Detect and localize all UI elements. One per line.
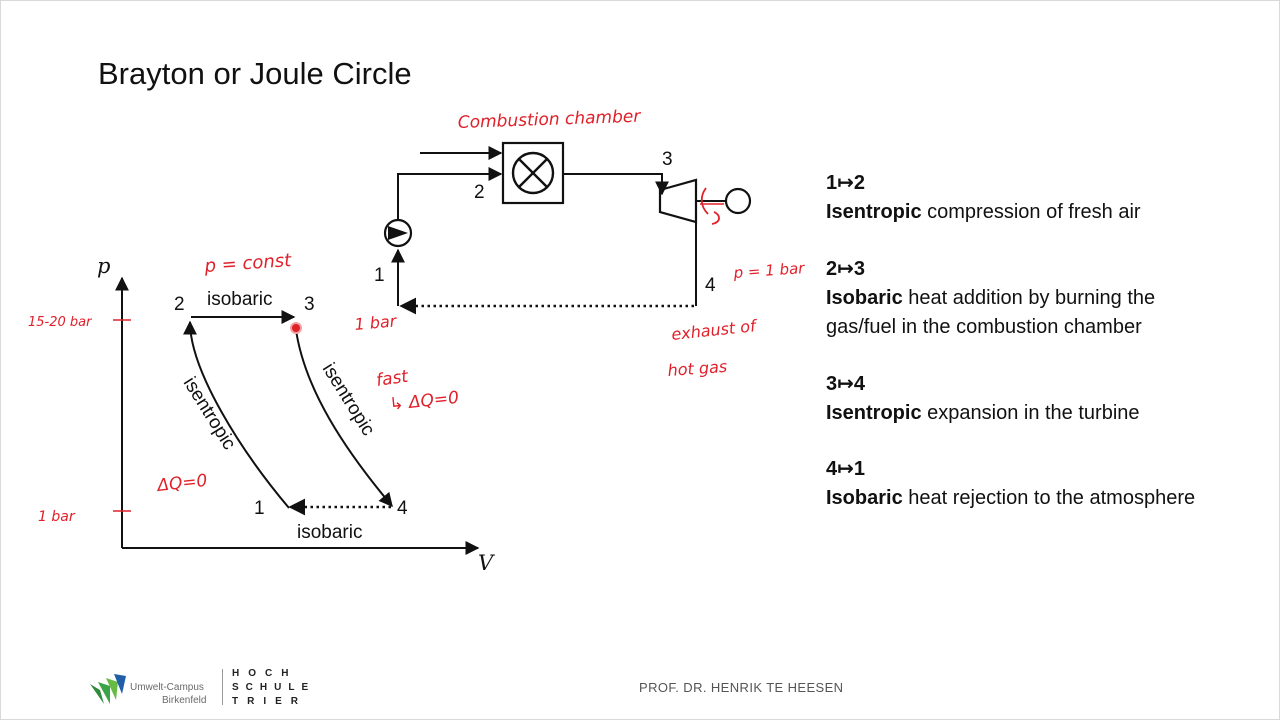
process-description: compression of fresh air: [921, 201, 1141, 223]
logo-text-campus: Umwelt-Campus: [130, 682, 204, 693]
logo-text-hoch: HOCH: [232, 668, 298, 679]
logo-text-trier: TRIER: [232, 696, 307, 707]
process-description: heat rejection to the atmosphere: [902, 487, 1196, 509]
process-step-label: 4↦1: [826, 458, 866, 480]
pv-point-4: 4: [397, 498, 408, 519]
schematic-point-4: 4: [705, 275, 716, 296]
p-axis-label: p: [97, 254, 110, 278]
compressor: [383, 218, 413, 248]
plant-schematic: [383, 141, 752, 315]
university-logo: Umwelt-Campus Birkenfeld HOCH SCHULE TRI…: [88, 664, 348, 710]
annotation-low-pressure: 1 bar: [38, 509, 76, 525]
pv-point-1: 1: [254, 498, 265, 519]
schematic-point-3: 3: [662, 149, 673, 170]
process-step-label: 2↦3: [826, 258, 866, 280]
rotation-mark: [700, 187, 720, 225]
process-3-4: 3↦4 Isentropic expansion in the turbine: [826, 370, 1226, 428]
isentropic-right-label: isentropic: [318, 360, 379, 440]
process-step-label: 3↦4: [826, 373, 866, 395]
process-description: expansion in the turbine: [921, 402, 1140, 424]
process-description: heat addition by burning the gas/fuel in…: [826, 287, 1156, 338]
pv-point-3: 3: [304, 294, 315, 315]
pv-point-2: 2: [174, 294, 185, 315]
generator: [724, 187, 752, 215]
annotation-combustion-chamber: Combustion chamber: [457, 107, 641, 133]
annotation-p-const: p = const: [203, 250, 293, 277]
combustion-chamber-symbol: [511, 151, 555, 195]
process-type: Isobaric: [826, 487, 903, 509]
process-type: Isentropic: [826, 402, 922, 424]
annotation-fast: fast: [375, 367, 411, 391]
process-4-1: 4↦1 Isobaric heat rejection to the atmos…: [826, 455, 1226, 513]
process-1-2-curve: [183, 320, 290, 509]
pointer-dot: [290, 322, 302, 334]
process-type: Isobaric: [826, 287, 903, 309]
v-axis-label: V: [478, 551, 495, 575]
turbine: [658, 178, 698, 224]
annotation-exhaust-1: exhaust of: [670, 316, 758, 344]
handwritten-annotations: Combustion chamber p = const 15-20 bar 1…: [28, 107, 806, 525]
logo-text-location: Birkenfeld: [162, 695, 207, 706]
process-3-4-curve: [295, 329, 393, 508]
annotation-1bar: 1 bar: [354, 311, 399, 334]
process-1-2: 1↦2 Isentropic compression of fresh air: [826, 169, 1226, 227]
process-type: Isentropic: [826, 201, 922, 223]
logo-separator: [222, 669, 223, 705]
line-chamber-to-turbine: [563, 173, 669, 196]
annotation-exhaust-2: hot gas: [667, 357, 728, 380]
line-compressor-to-chamber: [397, 167, 503, 220]
process-2-3: 2↦3 Isobaric heat addition by burning th…: [826, 255, 1226, 342]
pv-diagram: p V 2 3 1 4 isobaric isobaric isentropic…: [97, 254, 495, 575]
logo-text-schule: SCHULE: [232, 682, 316, 693]
schematic-point-2: 2: [474, 182, 485, 203]
professor-name: PROF. DR. HENRIK TE HEESEN: [639, 680, 844, 695]
isobaric-bottom-label: isobaric: [297, 522, 362, 543]
process-step-label: 1↦2: [826, 172, 866, 194]
annotation-p-1bar: p = 1 bar: [732, 259, 806, 282]
isentropic-left-label: isentropic: [179, 374, 240, 454]
slide-title: Brayton or Joule Circle: [98, 56, 412, 91]
isobaric-top-label: isobaric: [207, 289, 272, 310]
annotation-high-pressure: 15-20 bar: [28, 315, 93, 330]
annotation-fast-delta-q: ↳ ΔQ=0: [388, 388, 459, 415]
leaf-logo-icon: [90, 674, 126, 704]
annotation-delta-q: ΔQ=0: [154, 471, 208, 496]
schematic-point-1: 1: [374, 265, 385, 286]
